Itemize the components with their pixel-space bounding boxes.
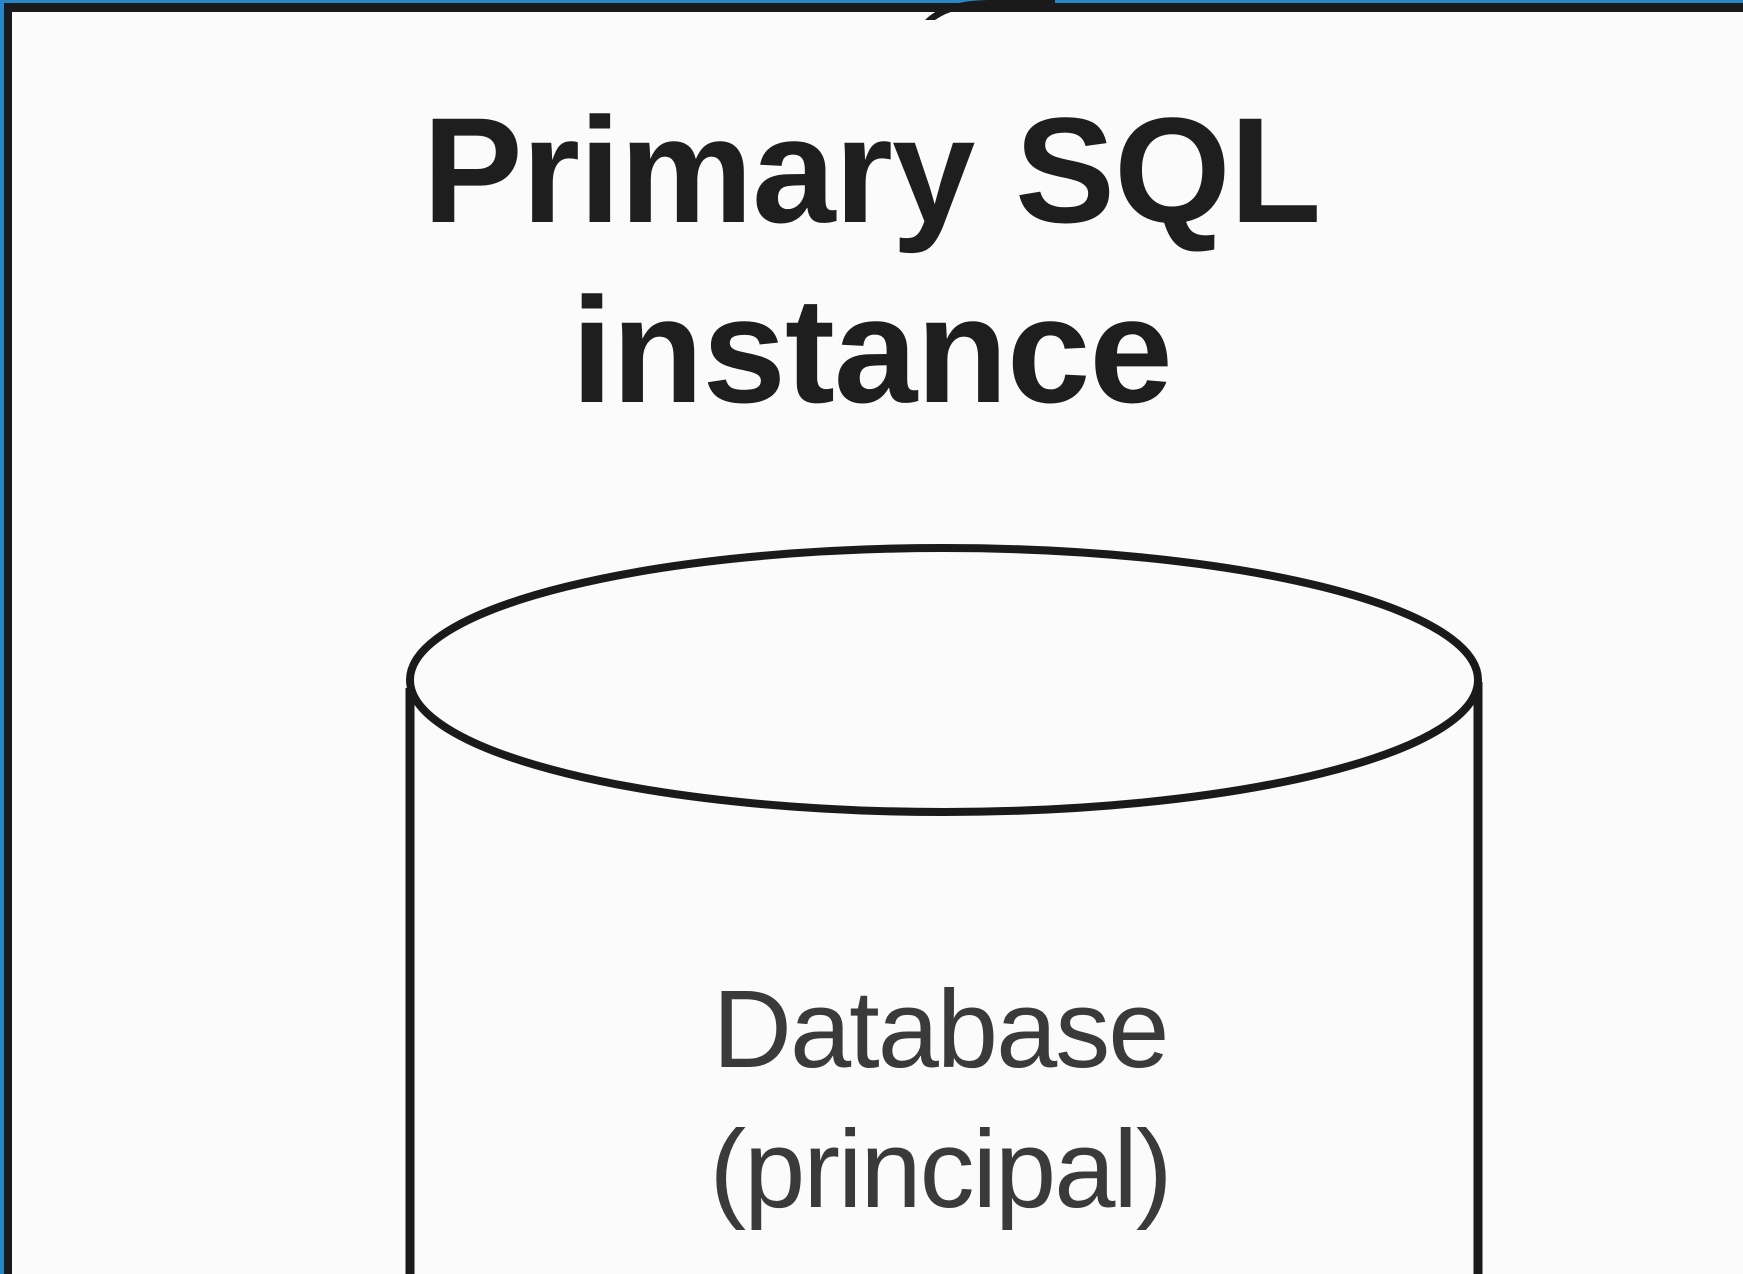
database-label-line-2: (principal): [709, 1108, 1173, 1231]
instance-title: Primary SQL instance: [0, 80, 1743, 440]
cylinder-top-ellipse: [406, 544, 1482, 816]
database-label: Database (principal): [0, 960, 1743, 1240]
selection-edge-left: [0, 0, 4, 1274]
database-label-line-1: Database: [712, 968, 1170, 1091]
selection-edge-top: [0, 0, 1743, 3]
instance-title-line-2: instance: [571, 266, 1173, 434]
connector-arrow-tip: [925, 0, 1055, 20]
instance-title-line-1: Primary SQL: [422, 86, 1322, 254]
